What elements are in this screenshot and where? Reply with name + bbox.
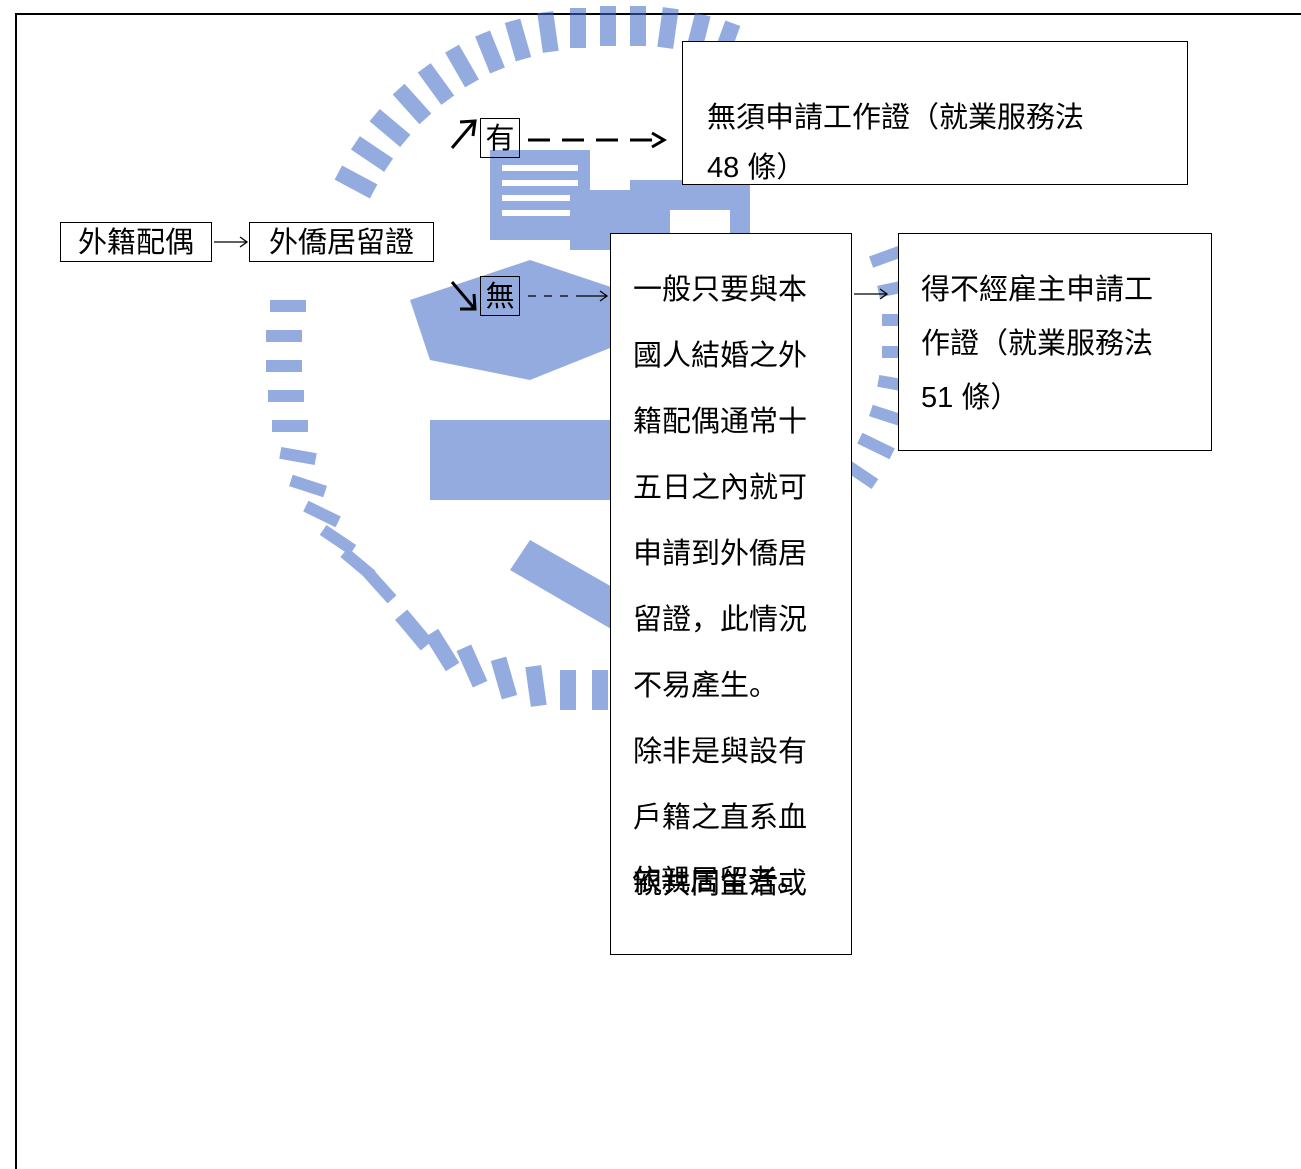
residence-permit-node: 外僑居留證 [249, 222, 434, 262]
foreign-spouse-node: 外籍配偶 [60, 222, 212, 262]
rare-line-2: 國人結婚之外 [633, 338, 808, 372]
arrow-to-residence-permit [214, 236, 249, 248]
dashed-arrow-to-exempt [528, 131, 667, 149]
rare-line-3: 籍配偶通常十 [633, 404, 808, 438]
rare-line-9: 戶籍之直系血 [633, 800, 808, 834]
exempt-line-1: 無須申請工作證（就業服務法 [707, 100, 1085, 134]
no-employer-line-1: 得不經雇主申請工 [921, 272, 1154, 306]
rare-line-6: 留證，此情況 [633, 602, 808, 636]
dashed-arrow-to-rare-case [528, 290, 609, 302]
rare-line-4: 五日之內就可 [633, 470, 808, 504]
rare-line-8: 除非是與設有 [633, 734, 808, 768]
none-node: 無 [480, 276, 520, 316]
rare-line-11-visible: 依親居留者。 [632, 863, 807, 897]
work-permit-exempt-box: 無須申請工作證（就業服務法 48 條） [682, 41, 1188, 185]
page-frame [15, 13, 1301, 1169]
down-right-arrow-icon [450, 281, 477, 311]
exempt-line-2: 48 條） [707, 152, 806, 184]
arrow-to-no-employer [854, 288, 889, 300]
rare-case-box: 一般只要與本 國人結婚之外 籍配偶通常十 五日之內就可 申請到外僑居 留證，此情… [610, 233, 852, 955]
has-node: 有 [480, 118, 520, 158]
no-employer-application-box: 得不經雇主申請工 作證（就業服務法 51 條） [898, 233, 1212, 451]
no-employer-line-2: 作證（就業服務法 [921, 326, 1154, 360]
rare-line-10: 親共同生活或 [633, 866, 808, 900]
no-employer-line-3: 51 條） [921, 382, 1020, 414]
up-right-arrow-icon [450, 119, 477, 149]
rare-line-1: 一般只要與本 [633, 272, 808, 306]
rare-line-7: 不易產生。 [633, 668, 779, 702]
rare-line-5: 申請到外僑居 [633, 536, 808, 570]
